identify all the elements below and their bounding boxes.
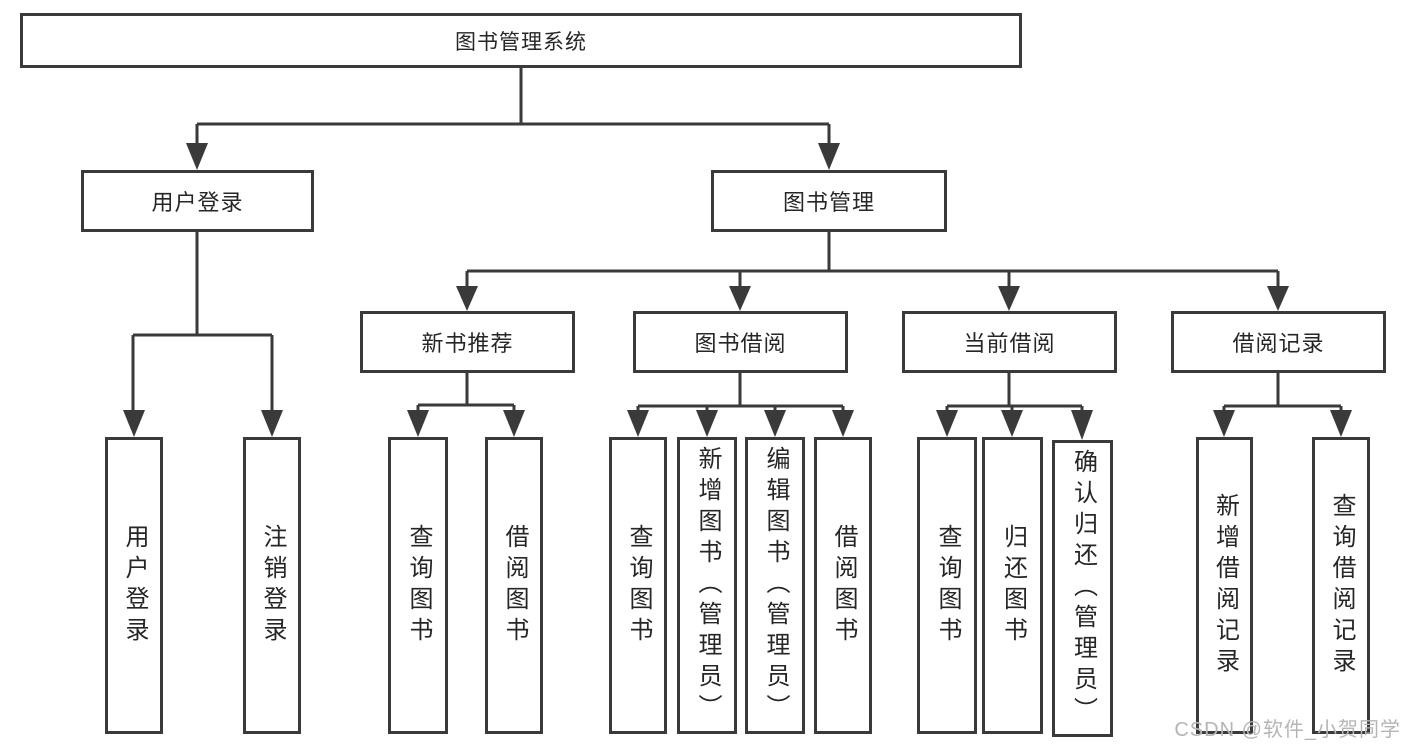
leaf-query-books-2: 查询图书: [609, 437, 667, 734]
arrowhead: [764, 410, 786, 437]
leaf-confirm-return-admin: 确认归还（管理员）: [1052, 440, 1113, 737]
arrowhead: [1267, 286, 1289, 311]
leaf-edit-book-admin: 编辑图书（管理员）: [745, 437, 805, 734]
edges-book-management: [456, 232, 1289, 311]
node-borrow-records: 借阅记录: [1171, 311, 1386, 373]
arrowhead: [1001, 410, 1023, 437]
leaf-query-books-1: 查询图书: [388, 437, 448, 734]
leaf-query-books-3: 查询图书: [917, 437, 977, 734]
node-user-login: 用户登录: [81, 170, 314, 232]
csdn-watermark: CSDN @软件_小贺同学: [1174, 719, 1401, 741]
leaf-query-borrow-record: 查询借阅记录: [1312, 437, 1370, 734]
arrowhead: [1071, 410, 1093, 440]
node-book-management: 图书管理: [711, 170, 947, 232]
arrowhead: [627, 410, 649, 437]
node-new-book-recommend: 新书推荐: [360, 311, 575, 373]
arrowhead: [503, 410, 525, 437]
arrowhead: [729, 286, 751, 311]
arrowhead: [456, 286, 478, 311]
leaf-add-borrow-record: 新增借阅记录: [1196, 437, 1253, 734]
arrowhead: [1213, 410, 1235, 437]
arrowhead: [936, 410, 958, 437]
arrowhead: [123, 410, 145, 437]
arrowhead: [818, 143, 840, 170]
arrowhead: [696, 410, 718, 437]
node-current-borrow: 当前借阅: [902, 311, 1117, 373]
edges-new-book-recommend: [407, 373, 525, 437]
edges-book-borrow: [627, 373, 854, 437]
arrowhead: [832, 410, 854, 437]
edges-borrow-records: [1213, 373, 1352, 437]
leaf-return-book: 归还图书: [982, 437, 1043, 734]
arrowhead: [407, 410, 429, 437]
arrowhead: [186, 143, 208, 170]
leaf-logout: 注销登录: [243, 437, 301, 734]
leaf-borrow-books-1: 借阅图书: [485, 437, 543, 734]
node-book-borrow: 图书借阅: [633, 311, 848, 373]
arrowhead: [1330, 410, 1352, 437]
arrowhead: [261, 410, 283, 437]
node-library-system: 图书管理系统: [20, 13, 1022, 68]
edges-root: [186, 68, 840, 170]
arrowhead: [998, 286, 1020, 311]
edges-user-login: [123, 232, 283, 437]
leaf-add-book-admin: 新增图书（管理员）: [677, 437, 737, 734]
leaf-borrow-books-2: 借阅图书: [814, 437, 872, 734]
edges-current-borrow: [936, 373, 1093, 440]
leaf-user-login: 用户登录: [105, 437, 163, 734]
